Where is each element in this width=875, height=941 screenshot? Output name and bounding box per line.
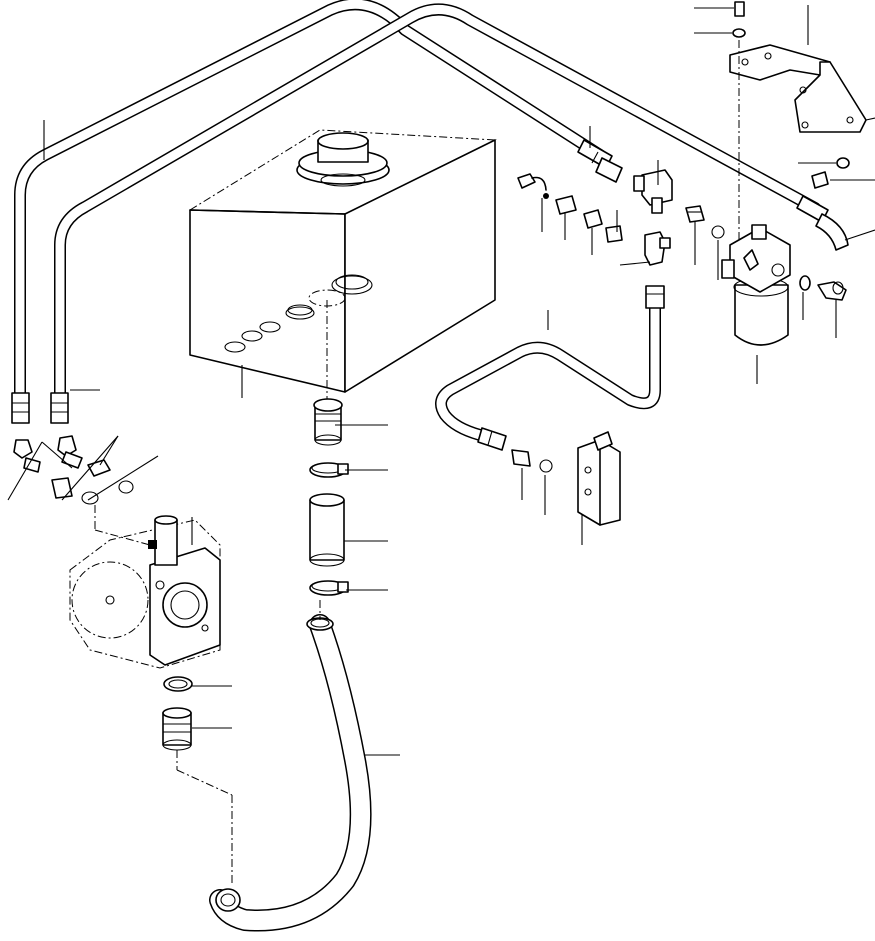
mounting-bolts-and-washers (732, 1, 850, 240)
hose-loop-end-fittings (511, 449, 553, 473)
hose-clamp-upper (309, 462, 349, 478)
tank-gasket-set (224, 274, 373, 353)
hose-clamp-lower (309, 580, 349, 596)
filter-side-fittings (799, 275, 847, 301)
pump-fittings-left (13, 435, 134, 505)
return-line-filter (721, 224, 791, 346)
pump-assembly (69, 505, 221, 669)
suction-tube-sleeve (309, 493, 345, 567)
leader-lines (7, 5, 875, 756)
suction-hose-left-a (14, 0, 606, 401)
small-fittings-row (517, 173, 759, 271)
filter-mounting-bracket (729, 44, 867, 133)
suction-adapter (313, 300, 343, 446)
suction-hose-lower (209, 600, 372, 932)
hose-end-fittings-right (577, 139, 849, 251)
valve-block (577, 431, 621, 526)
tee-fitting (633, 169, 673, 266)
pump-o-ring (163, 676, 193, 692)
pressure-hose-loop (435, 285, 665, 451)
hose-end-fittings-left (11, 392, 69, 424)
hydraulic-tank (189, 129, 497, 393)
suction-hose-left-b (54, 3, 821, 401)
pump-union-fitting (162, 707, 233, 885)
